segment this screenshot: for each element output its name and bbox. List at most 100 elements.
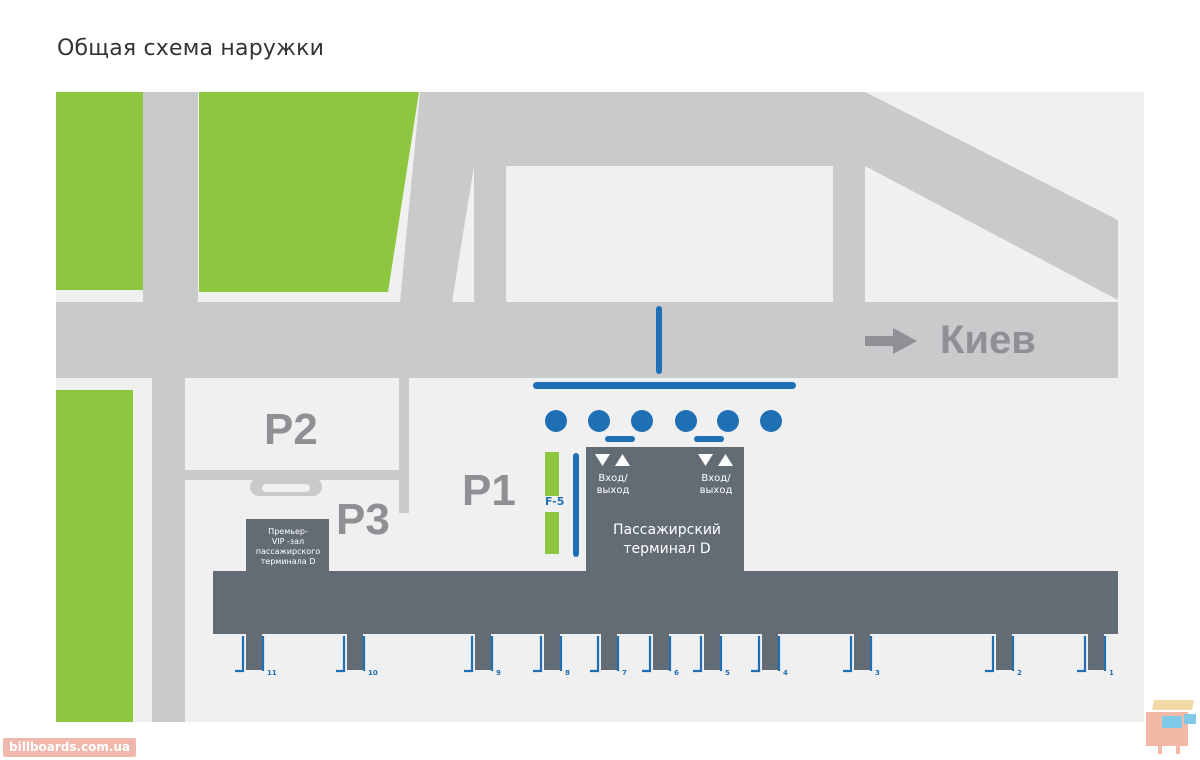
jet-bridge — [762, 634, 778, 670]
terminal-label-line2: терминал D — [623, 541, 710, 557]
gate-number: 7 — [622, 669, 627, 677]
watermark: billboards.com.ua — [3, 738, 137, 757]
gate-marker — [985, 636, 995, 673]
direction-arrow-icon — [865, 328, 917, 354]
inner-lot — [506, 166, 833, 302]
jet-bridge — [996, 634, 1012, 670]
entrance-down-icon — [595, 454, 610, 466]
gate-marker — [693, 636, 703, 673]
entrance-left-line1: Вход/ — [598, 473, 628, 484]
gate-number: 9 — [496, 669, 501, 677]
roads — [56, 92, 1118, 722]
entrance-up-icon — [718, 454, 733, 466]
gate-marker — [843, 636, 853, 673]
gate-3: 3 — [843, 634, 880, 677]
road-segment — [143, 92, 198, 302]
gate-number: 1 — [1109, 669, 1114, 677]
p3-loop — [250, 478, 322, 496]
vip-label-line1: Премьер- — [268, 527, 308, 536]
gate-number: 2 — [1017, 669, 1022, 677]
jet-bridge — [704, 634, 720, 670]
vip-hall — [246, 519, 329, 572]
gate-marker — [235, 636, 245, 673]
zone-label-p3: P3 — [336, 495, 390, 544]
gate-marker — [533, 636, 543, 673]
terminal-pier — [213, 571, 1118, 634]
gate-marker — [642, 636, 652, 673]
gate-7: 7 — [590, 634, 627, 677]
f5-label: F-5 — [545, 495, 564, 508]
gate-4: 4 — [751, 634, 788, 677]
billboards — [533, 306, 796, 557]
gates: 11 10 9 8 7 6 5 4 3 2 1 — [235, 634, 1114, 677]
billboard — [656, 306, 662, 374]
green-area — [56, 390, 133, 722]
jet-bridge — [347, 634, 363, 670]
page-title: Общая схема наружки — [57, 36, 325, 61]
green-area — [56, 92, 143, 290]
gate-number: 10 — [368, 669, 378, 677]
lightbox — [717, 410, 739, 432]
lightbox — [588, 410, 610, 432]
terminal-d — [586, 447, 744, 572]
zone-label-p2: P2 — [264, 405, 318, 454]
gate-6: 6 — [642, 634, 679, 677]
jet-bridge — [601, 634, 617, 670]
road-diagonal — [865, 92, 1118, 302]
gate-number: 8 — [565, 669, 570, 677]
gate-marker — [590, 636, 600, 673]
gate-number: 6 — [674, 669, 679, 677]
jet-bridge — [1088, 634, 1104, 670]
gate-11: 11 — [235, 634, 277, 677]
lightbox — [675, 410, 697, 432]
jet-bridge — [475, 634, 491, 670]
green-areas — [56, 92, 559, 722]
gate-number: 11 — [267, 669, 277, 677]
gate-number: 4 — [783, 669, 788, 677]
entrance-arrows — [595, 454, 733, 466]
road-narrow — [184, 470, 402, 480]
gate-number: 3 — [875, 669, 880, 677]
entrance-left-line2: выход — [597, 485, 630, 496]
road-main — [56, 302, 1118, 378]
gate-marker — [1077, 636, 1087, 673]
entrance-right-line2: выход — [700, 485, 733, 496]
entrance-up-icon — [615, 454, 630, 466]
gate-5: 5 — [693, 634, 730, 677]
lightbox — [545, 410, 567, 432]
road-narrow — [399, 378, 409, 513]
vip-label-line3: пассажирского — [256, 547, 321, 556]
road-segment — [833, 166, 865, 302]
billboard — [605, 436, 635, 442]
gate-marker — [751, 636, 761, 673]
city-label: Киев — [940, 318, 1036, 362]
entrance-down-icon — [698, 454, 713, 466]
zone-label-p1: P1 — [462, 466, 516, 515]
gate-number: 5 — [725, 669, 730, 677]
entrance-right-line1: Вход/ — [701, 473, 731, 484]
billboard — [694, 436, 724, 442]
vip-label-line4: терминала D — [261, 557, 316, 566]
jet-bridge — [854, 634, 870, 670]
gate-marker — [464, 636, 474, 673]
green-area — [199, 92, 419, 292]
billboard-logo-icon — [1146, 700, 1196, 754]
billboard — [573, 453, 579, 557]
jet-bridge — [246, 634, 262, 670]
vip-label-line2: VIP -зал — [272, 537, 304, 546]
green-area — [545, 512, 559, 554]
lightbox — [631, 410, 653, 432]
gate-marker — [336, 636, 346, 673]
jet-bridge — [653, 634, 669, 670]
gate-9: 9 — [464, 634, 501, 677]
gate-1: 1 — [1077, 634, 1114, 677]
inner-lot — [865, 166, 1118, 302]
lightboxes — [545, 410, 782, 432]
terminal-label-line1: Пассажирский — [613, 522, 721, 538]
jet-bridge — [544, 634, 560, 670]
lightbox — [760, 410, 782, 432]
gate-8: 8 — [533, 634, 570, 677]
green-area — [545, 452, 559, 496]
gate-10: 10 — [336, 634, 378, 677]
